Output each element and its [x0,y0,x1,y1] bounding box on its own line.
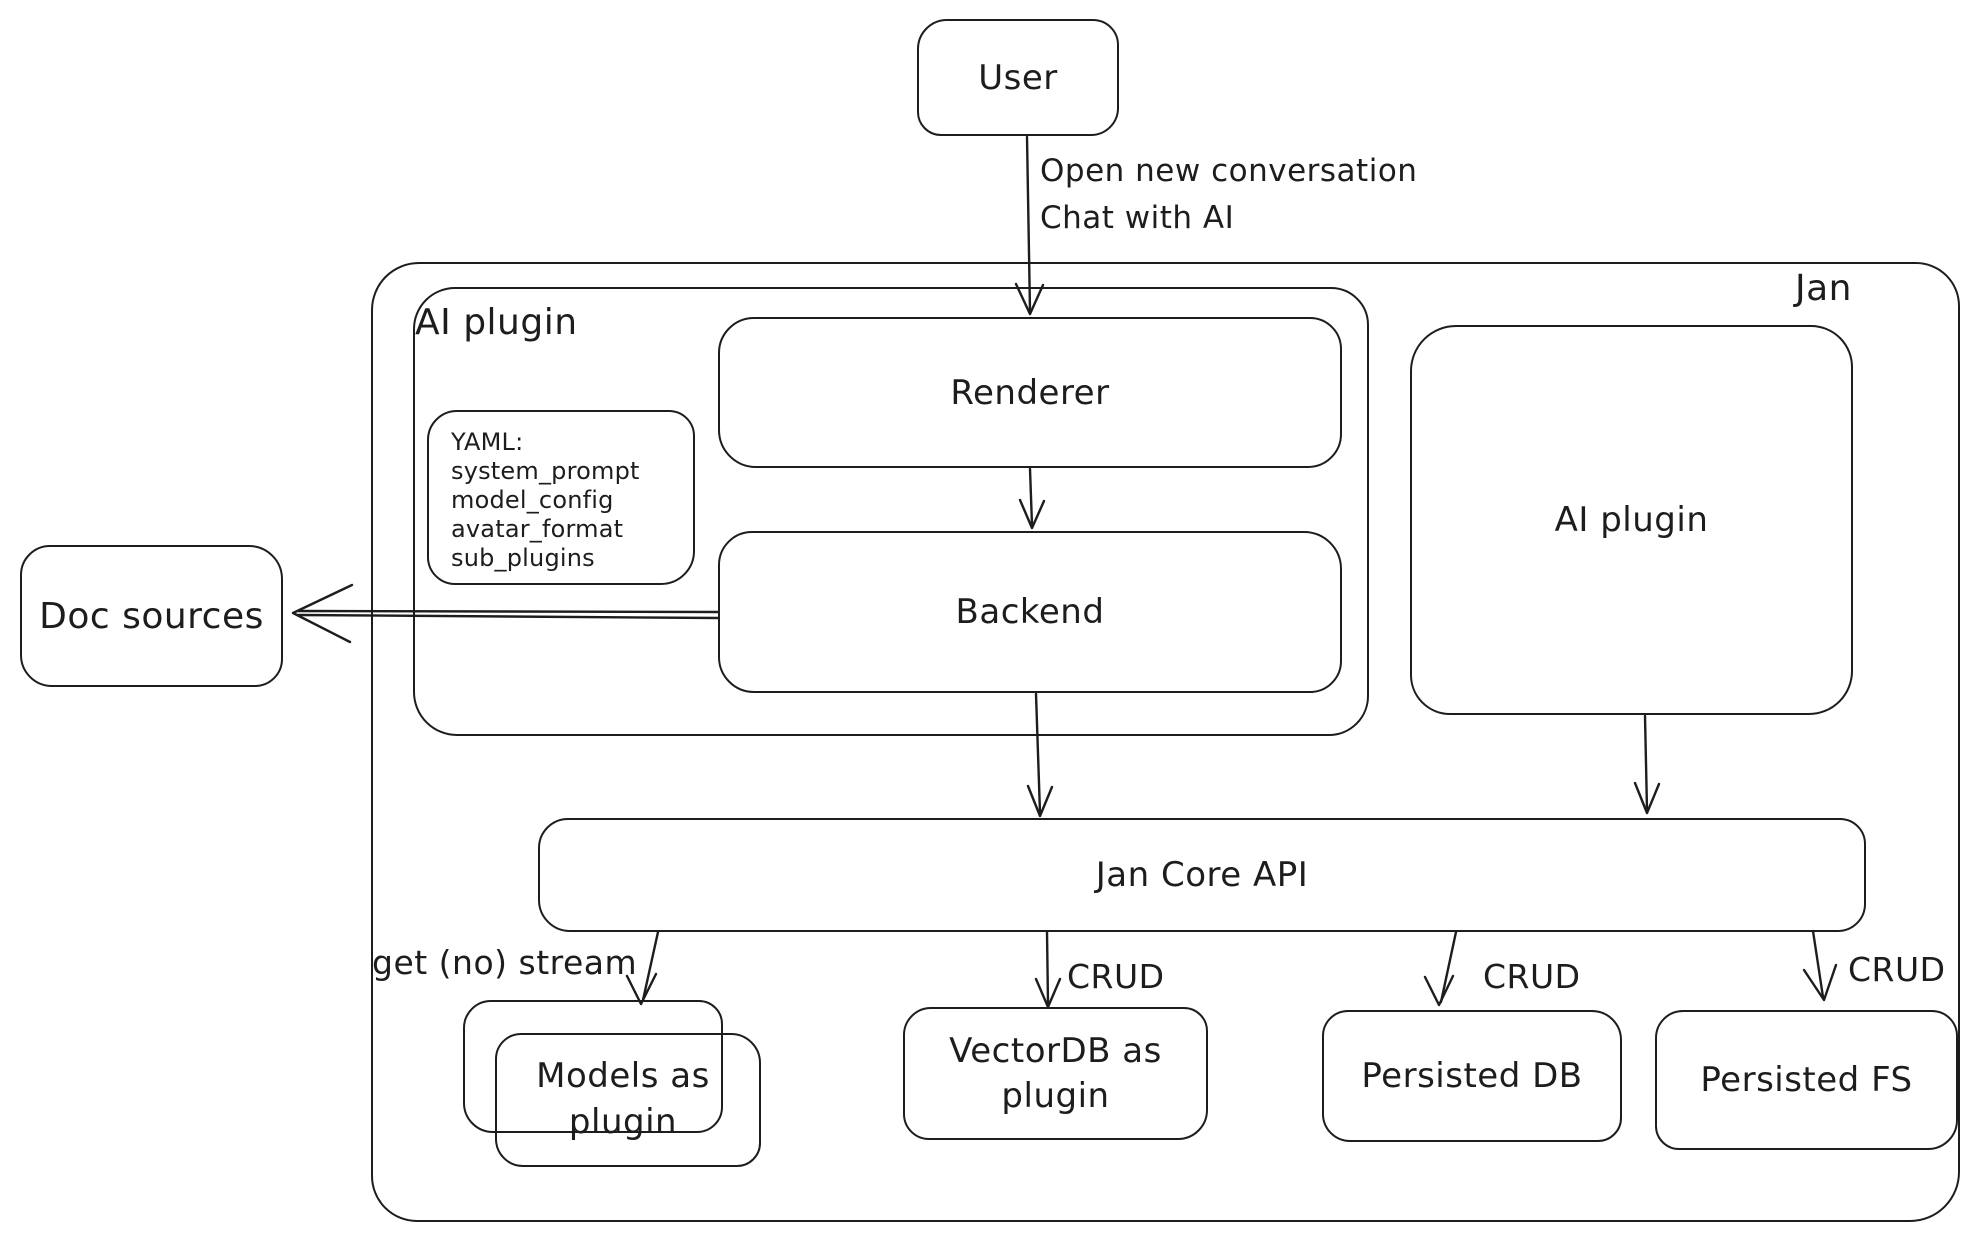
node-persisted-db: Persisted DB [1322,1010,1622,1142]
node-persisted-fs: Persisted FS [1655,1010,1958,1150]
yaml-note-line: avatar_format [451,515,624,543]
node-persisted-fs-label: Persisted FS [1700,1060,1913,1100]
yaml-note-line: sub_plugins [451,544,595,572]
node-vectordb-as-plugin-label: VectorDB as plugin [949,1031,1162,1116]
edge-label-get-no-stream: get (no) stream [372,943,638,982]
node-doc-sources-label: Doc sources [39,595,264,637]
jan-container-box [371,262,1960,1222]
yaml-note-title: YAML: [451,428,524,456]
ai-plugin-group-box [413,287,1369,736]
node-models-as-plugin-inner [495,1033,761,1167]
node-doc-sources: Doc sources [20,545,283,687]
node-backend: Backend [718,531,1342,693]
node-backend-label: Backend [955,592,1105,632]
node-models-as-plugin-outer [463,1000,723,1133]
jan-container-title: Jan [1795,268,1852,309]
yaml-note-line: system_prompt [451,457,640,485]
edge-label-crud-vectordb: CRUD [1067,957,1165,996]
node-models-as-plugin-label: Models as plugin [536,1055,710,1142]
node-renderer-label: Renderer [950,372,1110,413]
yaml-note-line: model_config [451,486,614,514]
node-user-label: User [978,57,1058,98]
node-jan-core-api-label: Jan Core API [1095,855,1309,895]
node-renderer: Renderer [718,317,1342,468]
node-jan-core-api: Jan Core API [538,818,1866,932]
node-vectordb-as-plugin: VectorDB as plugin [903,1007,1208,1140]
edge-label-crud-persisted-db: CRUD [1483,957,1581,996]
ai-plugin-group-title: AI plugin [415,302,578,343]
node-ai-plugin-label: AI plugin [1554,500,1709,540]
node-persisted-db-label: Persisted DB [1361,1056,1583,1096]
node-ai-plugin: AI plugin [1410,325,1853,715]
edge-label-user-action: Open new conversation Chat with AI [1040,153,1418,236]
node-user: User [917,19,1119,136]
yaml-note: YAML: system_prompt model_config avatar_… [427,410,695,585]
edge-label-crud-persisted-fs: CRUD [1848,950,1946,989]
node-models-as-plugin-label-wrap: Models as plugin [498,1042,748,1157]
